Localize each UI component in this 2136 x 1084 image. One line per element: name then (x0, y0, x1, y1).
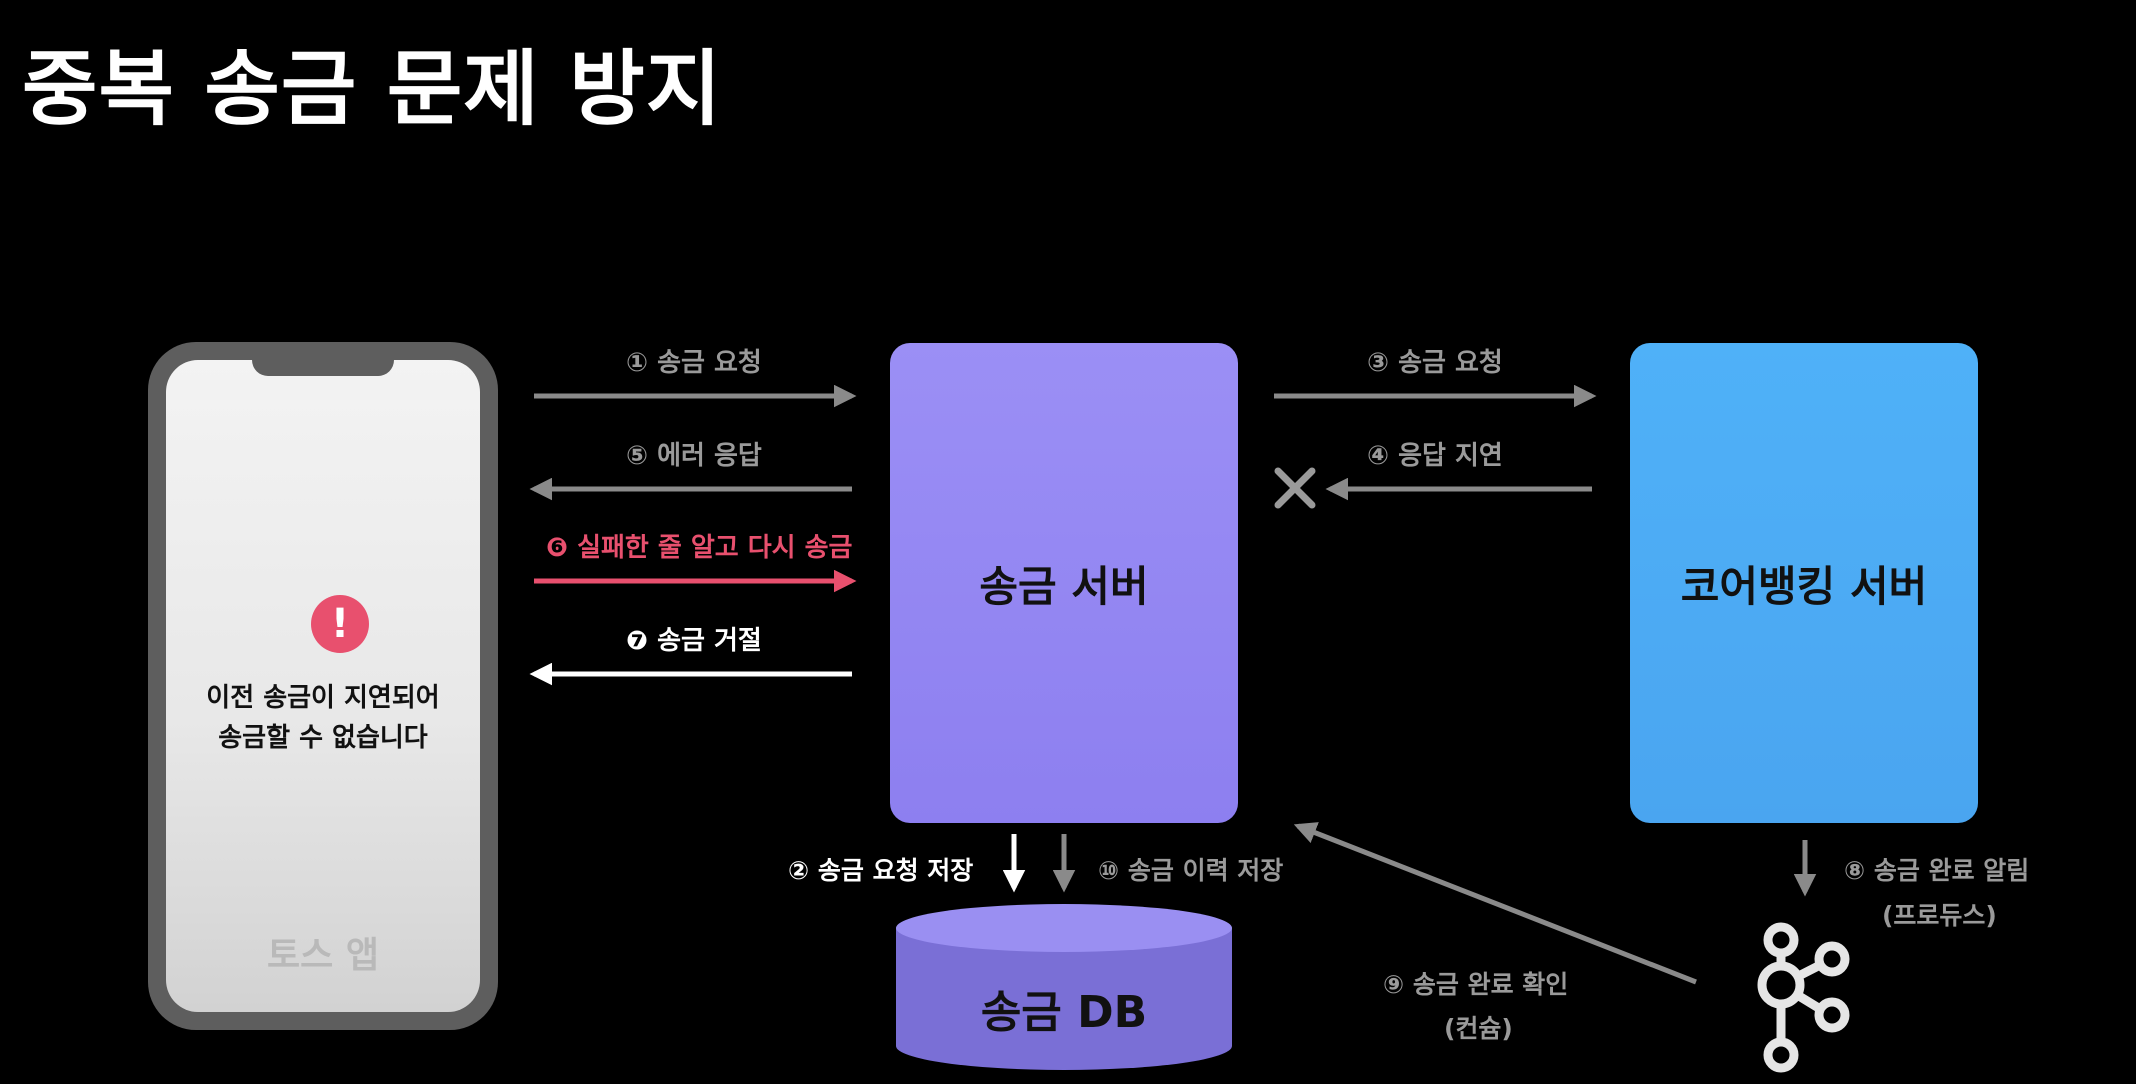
step5-label: ⑤ 에러 응답 (626, 441, 762, 471)
transfer-server-box: 송금 서버 (890, 343, 1238, 823)
db-cylinder (896, 904, 1232, 1070)
step2-label: ② 송금 요청 저장 (788, 856, 974, 885)
step1-label: ① 송금 요청 (626, 348, 762, 378)
db-label: 송금 DB (980, 987, 1148, 1038)
transfer-server-label: 송금 서버 (979, 561, 1149, 611)
step4-label: ④ 응답 지연 (1367, 441, 1503, 471)
step8-label-line1: ⑧ 송금 완료 알림 (1844, 856, 2030, 885)
app-name: 토스 앱 (267, 935, 379, 976)
step9-label-line2: (컨슘) (1444, 1014, 1513, 1043)
phone-screen: ! 이전 송금이 지연되어 송금할 수 없습니다 토스 앱 (166, 360, 480, 1012)
phone-notch (252, 342, 394, 376)
error-message-line1: 이전 송금이 지연되어 (206, 683, 440, 713)
exclamation-icon: ! (311, 595, 369, 653)
step10-label: ⑩ 송금 이력 저장 (1098, 856, 1284, 885)
page-title: 중복 송금 문제 방지 (22, 42, 723, 137)
step3-label: ③ 송금 요청 (1367, 348, 1503, 378)
step9-label-line1: ⑨ 송금 완료 확인 (1383, 970, 1569, 999)
arrow-step9-consume (1293, 822, 1697, 985)
step6-label: ❻ 실패한 줄 알고 다시 송금 (546, 533, 853, 563)
error-message: 이전 송금이 지연되어 송금할 수 없습니다 (166, 678, 480, 758)
kafka-logo-icon (1757, 922, 1850, 1073)
core-banking-server-label: 코어뱅킹 서버 (1680, 561, 1928, 611)
error-message-line2: 송금할 수 없습니다 (218, 723, 428, 753)
core-banking-server-box: 코어뱅킹 서버 (1630, 343, 1978, 823)
phone-mockup: ! 이전 송금이 지연되어 송금할 수 없습니다 토스 앱 (148, 342, 498, 1030)
step8-label-line2: (프로듀스) (1882, 901, 1997, 930)
step7-label: ❼ 송금 거절 (626, 626, 762, 656)
x-mark-icon (1274, 467, 1316, 509)
